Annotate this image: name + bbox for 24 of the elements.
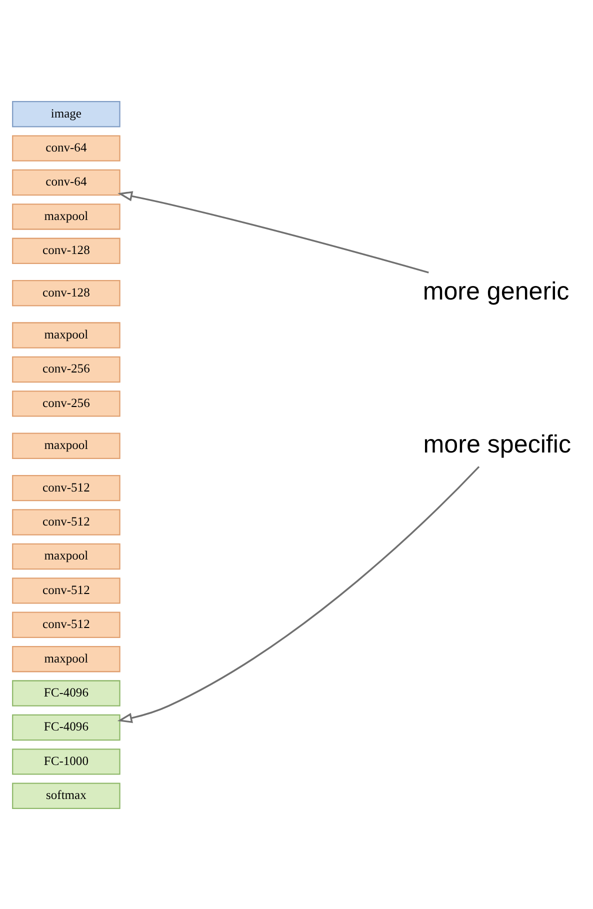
node-box: maxpool (12, 203, 120, 230)
node-box: conv-256 (12, 390, 120, 416)
node-text: more generic (422, 276, 570, 305)
node-box: conv-64 (12, 168, 120, 196)
node-box: FC-1000 (12, 748, 120, 774)
node-box: FC-4096 (12, 680, 120, 706)
arrow (117, 466, 480, 723)
node-box: maxpool (12, 322, 120, 348)
node-text: more specific (423, 430, 572, 458)
node-box: conv-512 (12, 474, 120, 501)
node-box: softmax (12, 782, 120, 809)
node-box: conv-128 (12, 280, 120, 306)
node-box: FC-4096 (12, 714, 120, 740)
node-box: maxpool (12, 542, 120, 570)
arrow (118, 190, 429, 273)
node-box: conv-64 (12, 134, 120, 161)
node-box: conv-512 (12, 611, 120, 638)
node-box: maxpool (12, 645, 120, 672)
node-box: maxpool (12, 432, 120, 458)
node-box: conv-256 (12, 356, 120, 382)
node-box: conv-512 (12, 577, 120, 604)
node-box: conv-128 (12, 237, 120, 264)
node-box: conv-512 (12, 508, 120, 535)
node-box: image (12, 100, 120, 127)
